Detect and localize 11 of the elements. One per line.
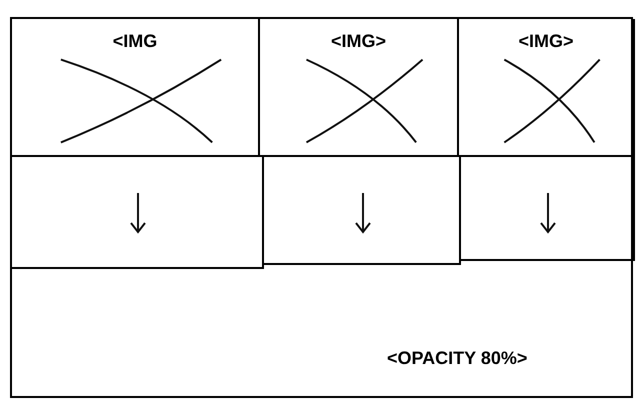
image-frame	[459, 19, 635, 157]
frame-box	[10, 17, 633, 398]
image-tag-text: <IMG	[112, 30, 158, 53]
image-frame	[12, 19, 260, 157]
empty-box	[461, 157, 635, 261]
image-tag-text: <IMG>	[517, 30, 575, 53]
image-tag-text: <IMG>	[330, 30, 388, 53]
empty-box	[12, 157, 264, 269]
image-frame	[260, 19, 459, 157]
empty-box	[264, 157, 461, 265]
opacity-note: <OPACITY 80%>	[387, 347, 528, 370]
